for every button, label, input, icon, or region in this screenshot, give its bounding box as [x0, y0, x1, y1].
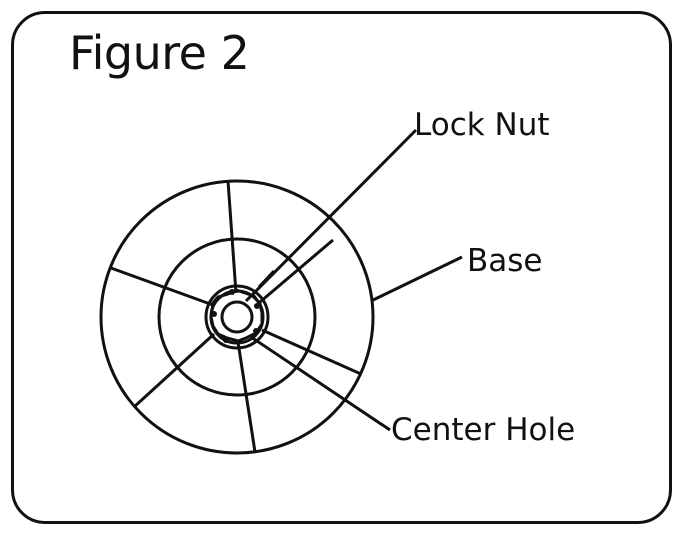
lock-nut-outer — [204, 284, 270, 350]
lock-nut-stud-2 — [254, 303, 260, 309]
lock-nut-stud-1 — [229, 289, 235, 295]
base-leader-line — [370, 255, 463, 303]
lock-nut-leader-line-tail — [257, 269, 276, 289]
center-hole — [220, 300, 254, 334]
lock-nut-stud-5 — [211, 311, 217, 317]
spoke-lower-right — [261, 328, 362, 376]
lock-nut-stud-4 — [223, 337, 229, 343]
center-hole-label: Center Hole — [391, 412, 576, 448]
figure-title: Figure 2 — [69, 26, 250, 80]
base-label: Base — [467, 243, 543, 279]
center-hole-leader-line — [250, 335, 391, 432]
figure-frame — [11, 11, 672, 524]
spoke-upper-right — [259, 238, 334, 304]
spoke-lower-left — [132, 332, 216, 409]
spoke-bottom — [236, 341, 257, 453]
inner-base-ring — [157, 237, 317, 397]
lock-nut-stud-3 — [253, 328, 259, 334]
spoke-left — [110, 266, 214, 307]
outer-base-ring — [99, 179, 375, 455]
spoke-top — [226, 180, 238, 294]
lock-nut-label: Lock Nut — [414, 107, 550, 143]
